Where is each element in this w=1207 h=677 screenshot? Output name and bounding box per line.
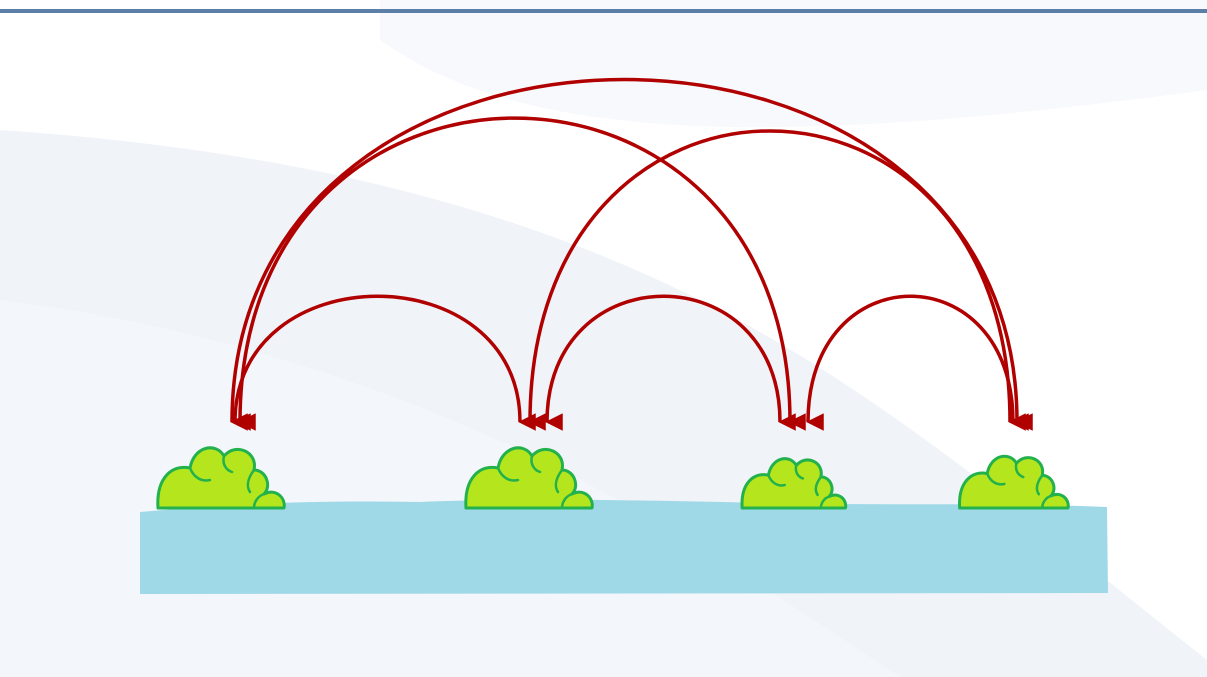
island-bush	[960, 456, 1069, 508]
island-4	[960, 456, 1069, 508]
water	[140, 500, 1108, 594]
top-rule	[0, 9, 1207, 13]
